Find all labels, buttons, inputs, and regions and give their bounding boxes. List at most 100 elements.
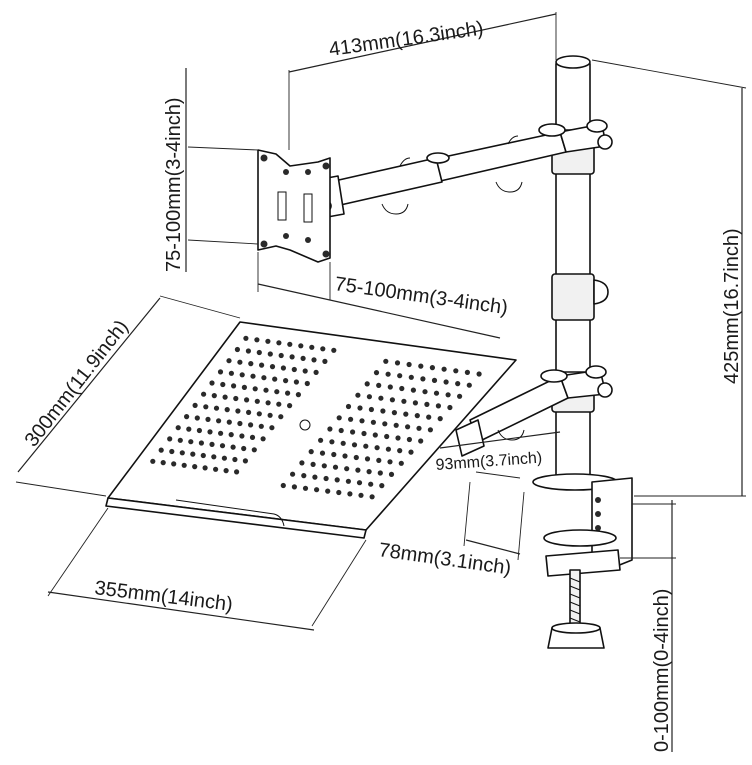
- tray-vent-hole: [280, 482, 286, 489]
- tray-vent-hole: [239, 433, 245, 439]
- tray-vent-hole: [422, 389, 428, 395]
- tray-vent-hole: [285, 390, 291, 396]
- tray-vent-hole: [394, 360, 401, 366]
- tray-vent-hole: [181, 462, 187, 468]
- tray-depth-label: 300mm(11.9inch): [21, 316, 133, 451]
- tray-vent-hole: [256, 411, 262, 417]
- tray-vent-hole: [290, 471, 296, 477]
- tray-vent-hole: [242, 458, 248, 464]
- tray-vent-hole: [437, 416, 443, 422]
- tray-vent-hole: [239, 372, 245, 378]
- tray-vent-hole: [249, 434, 256, 440]
- tray-vent-hole: [345, 478, 351, 484]
- tray-vent-hole: [222, 394, 228, 400]
- tray-vent-hole: [378, 395, 384, 401]
- tray-vent-hole: [194, 415, 200, 421]
- tray-vent-hole: [265, 338, 271, 344]
- tray-vent-hole: [399, 385, 405, 392]
- tray-vent-hole: [254, 398, 260, 404]
- tray-vent-hole: [205, 416, 211, 422]
- tray-vent-hole: [272, 376, 278, 382]
- tray-vent-hole: [393, 422, 399, 428]
- tray-vent-hole: [441, 366, 447, 372]
- tray-vent-hole: [345, 403, 352, 410]
- tray-vent-hole: [233, 395, 239, 402]
- tray-vent-hole: [384, 433, 390, 440]
- tray-vent-hole: [169, 448, 175, 455]
- tray-vent-hole: [207, 429, 213, 435]
- tray-vent-hole: [280, 365, 286, 371]
- tray-vent-hole: [267, 351, 273, 357]
- tray-vent-hole: [158, 447, 164, 453]
- tray-vent-hole: [258, 423, 264, 429]
- tray-vent-hole: [276, 401, 282, 407]
- tray-vent-hole: [241, 384, 247, 390]
- tray-vent-hole: [361, 430, 367, 437]
- tray-vent-hole: [295, 392, 301, 398]
- tray-vent-hole: [265, 400, 271, 406]
- tray-vent-holes: [150, 335, 482, 500]
- tray-vent-hole: [433, 390, 440, 396]
- tray-vent-hole: [364, 456, 371, 462]
- tray-vent-hole: [190, 451, 196, 457]
- tray-vent-hole: [363, 443, 369, 449]
- tray-vent-hole: [291, 484, 297, 490]
- tray-vent-hole: [254, 337, 260, 343]
- tray-vent-hole: [355, 392, 361, 398]
- tray-vent-hole: [336, 489, 342, 496]
- tray-vent-hole: [397, 448, 403, 454]
- tray-vent-hole: [385, 446, 391, 452]
- tray-vent-hole: [334, 477, 340, 483]
- tray-vent-hole: [312, 474, 318, 480]
- vesa-horizontal-label: 75-100mm(3-4inch): [333, 273, 509, 319]
- tray-vent-hole: [344, 466, 350, 472]
- tray-vent-hole: [379, 483, 385, 489]
- tray-vent-hole: [321, 463, 327, 469]
- tray-vent-hole: [395, 435, 401, 441]
- tray-vent-hole: [318, 437, 324, 443]
- tray-vent-hole: [302, 368, 308, 374]
- tray-vent-hole: [466, 382, 472, 388]
- tray-vent-hole: [298, 343, 304, 349]
- tray-vent-hole: [372, 432, 378, 438]
- tray-vent-hole: [221, 455, 227, 461]
- tray-vent-hole: [416, 425, 422, 431]
- tray-vent-hole: [283, 378, 289, 384]
- tray-vent-hole: [314, 487, 320, 493]
- tray-vent-hole: [304, 380, 310, 387]
- tray-vent-hole: [192, 464, 198, 470]
- tray-vent-hole: [389, 397, 395, 403]
- tray-vent-hole: [213, 466, 219, 472]
- tray-vent-hole: [427, 427, 433, 433]
- tray-vent-hole: [226, 419, 232, 425]
- tray-vent-hole: [453, 368, 459, 374]
- tray-vent-hole: [408, 374, 414, 380]
- tray-vent-hole: [167, 436, 173, 442]
- tray-vent-hole: [401, 398, 407, 404]
- vesa-vertical-label: 75-100mm(3-4inch): [163, 97, 185, 272]
- tray-vent-hole: [356, 480, 363, 486]
- tray-vent-hole: [171, 461, 177, 467]
- laptop-tray: [105, 321, 517, 539]
- tray-vent-hole: [259, 362, 265, 368]
- tray-vent-hole: [376, 457, 382, 463]
- tray-vent-hole: [209, 380, 215, 386]
- tray-vent-hole: [355, 467, 361, 473]
- tray-vent-hole: [325, 488, 331, 494]
- tray-vent-hole: [263, 387, 269, 393]
- tray-vent-hole: [410, 387, 416, 393]
- tray-vent-hole: [385, 371, 391, 377]
- tray-vent-hole: [376, 382, 382, 388]
- tray-vent-hole: [184, 414, 190, 420]
- tray-vent-hole: [391, 410, 397, 416]
- tray-vent-hole: [329, 439, 335, 445]
- tray-vent-hole: [250, 373, 256, 379]
- tray-vent-hole: [289, 354, 295, 360]
- tray-vent-hole: [226, 358, 232, 364]
- tray-vent-hole: [322, 358, 328, 364]
- tray-vent-hole: [251, 447, 257, 453]
- tray-vent-hole: [387, 459, 393, 465]
- tray-vent-hole: [211, 393, 217, 399]
